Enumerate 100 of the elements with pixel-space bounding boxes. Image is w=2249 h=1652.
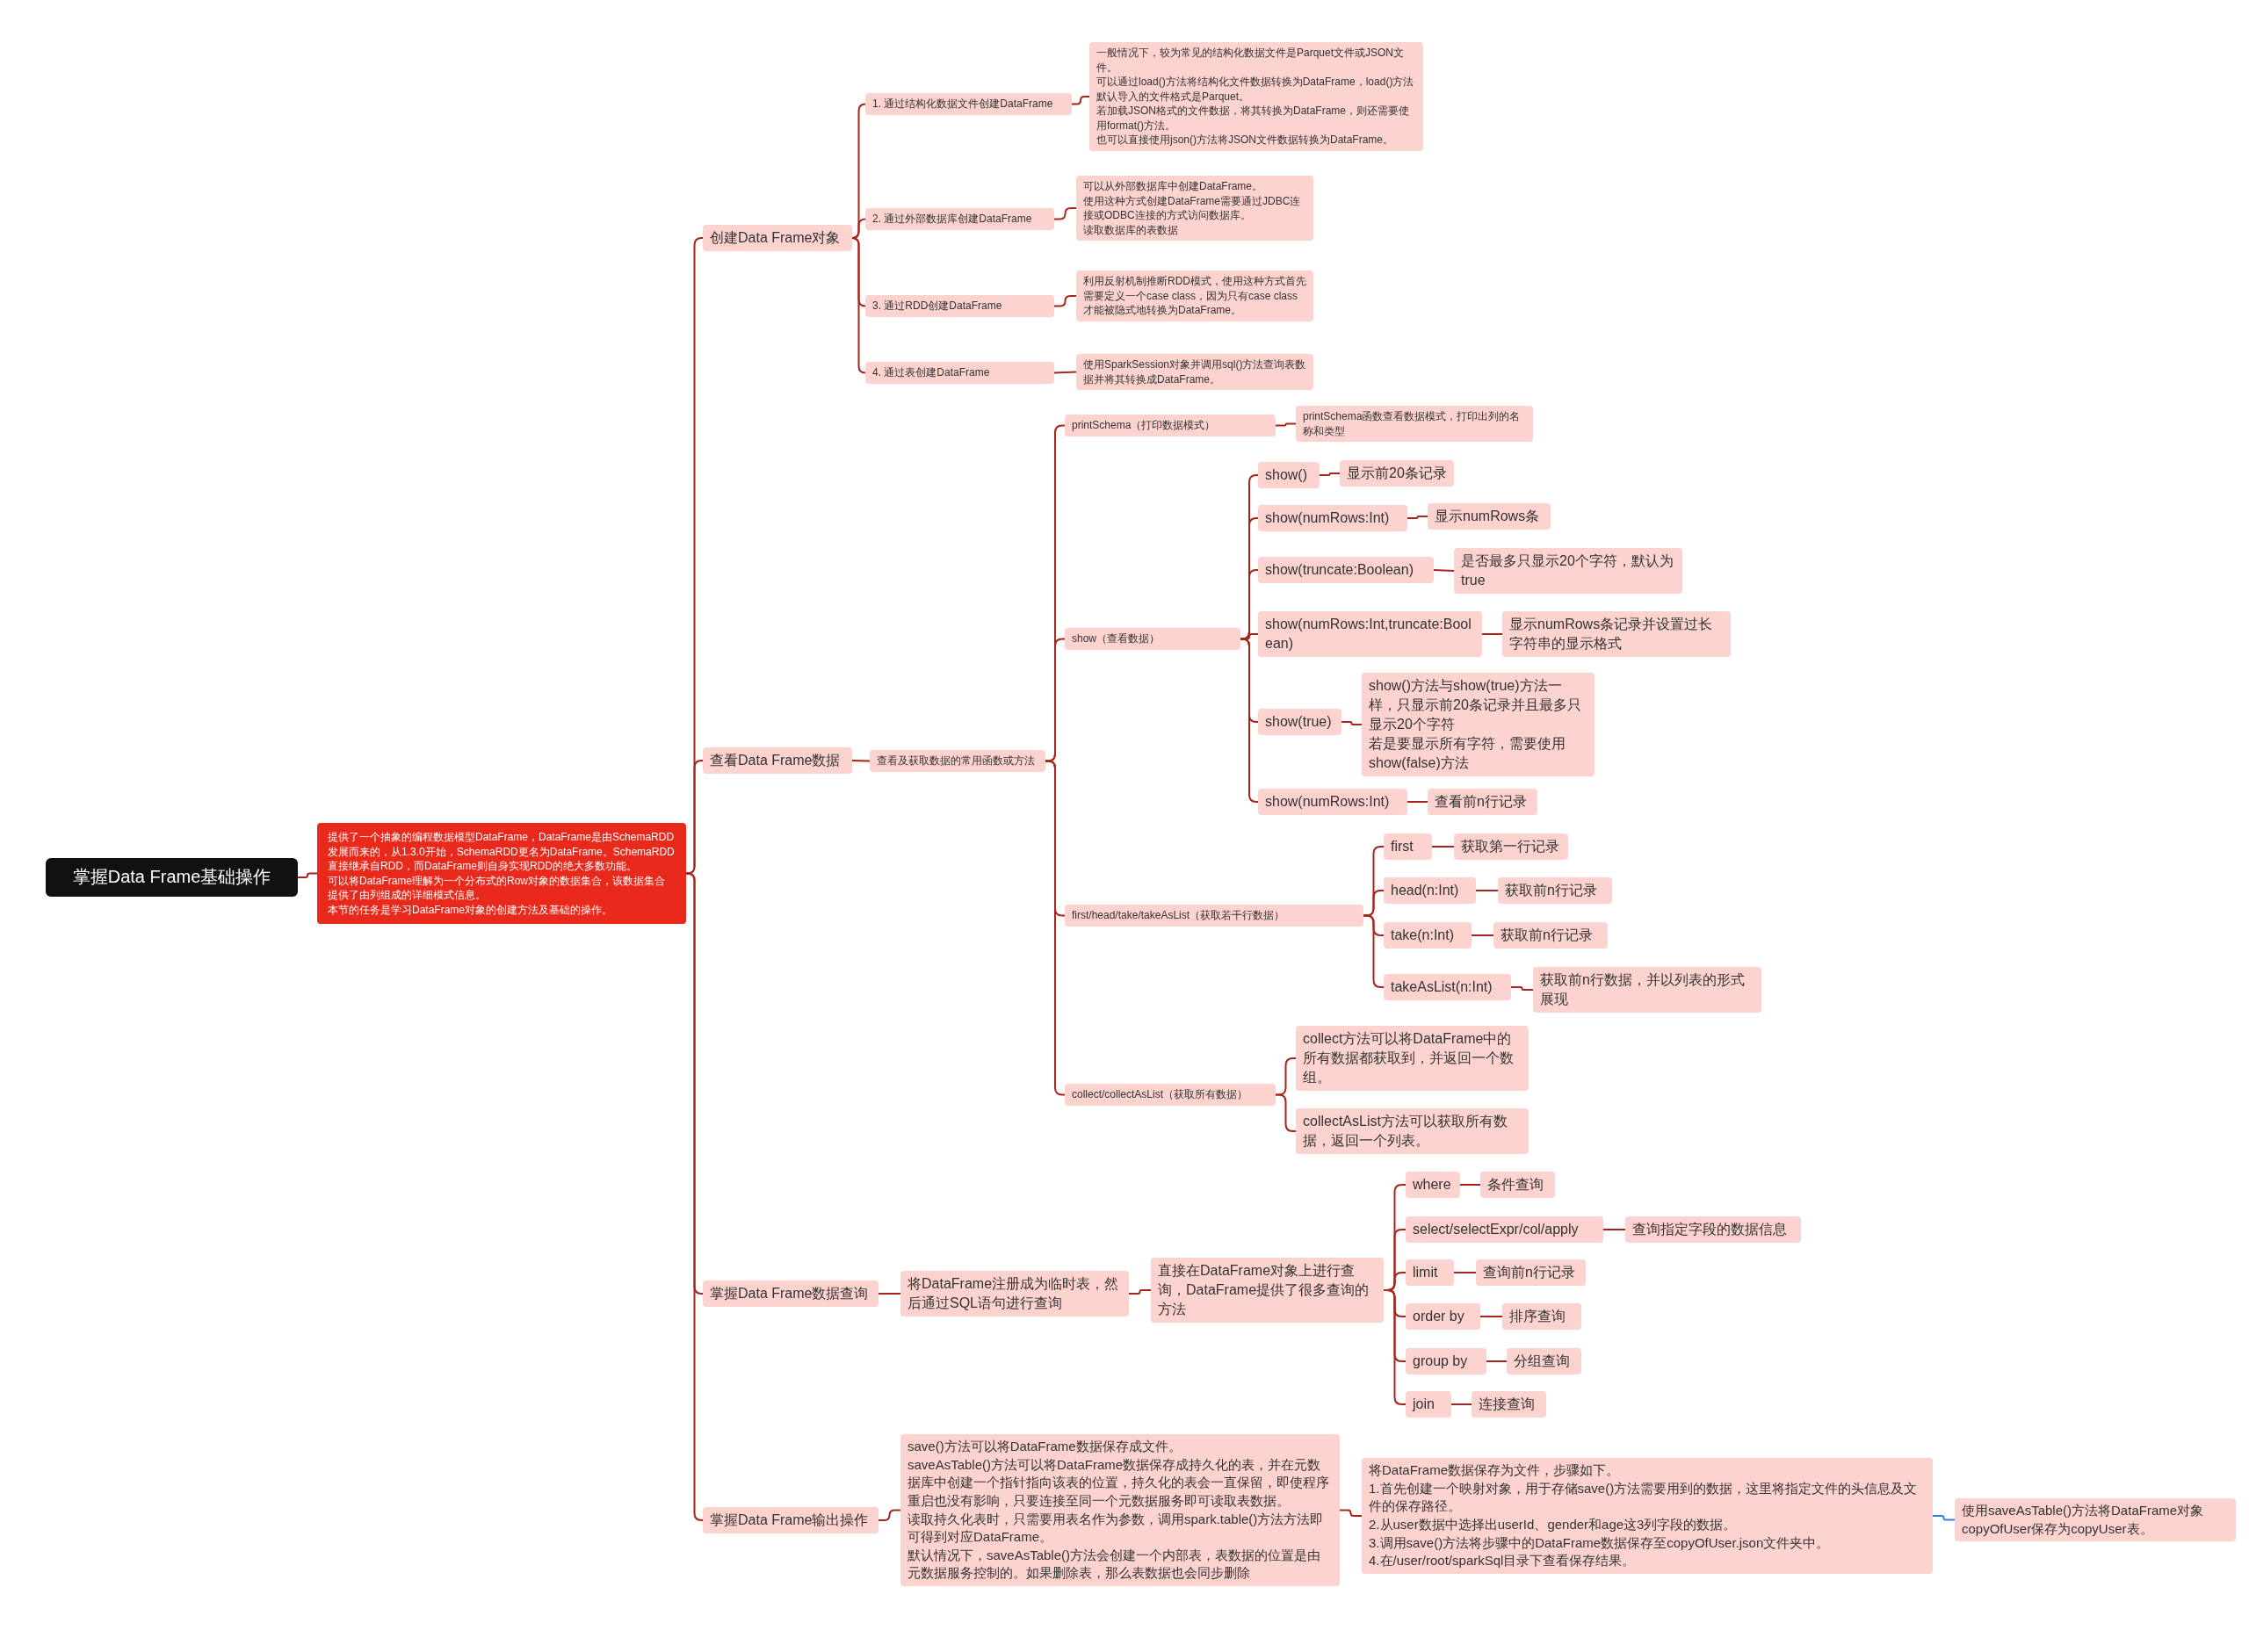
topic-box bbox=[1507, 1348, 1581, 1374]
topic-text: 使用这种方式创建DataFrame需要通过JDBC连接或ODBC连接的方式访问数据库。 bbox=[1083, 193, 1302, 223]
topic-text: 显示前20条记录 bbox=[1347, 465, 1447, 482]
topic-box bbox=[1296, 1026, 1529, 1091]
topic-box bbox=[1258, 462, 1320, 488]
topic-text: 也可以直接使用json()方法将JSON文件数据转换为DataFrame。 bbox=[1096, 133, 1395, 148]
topic-text: 若是要显示所有字符，需要使用show(false)方法 bbox=[1369, 735, 1566, 772]
topic-text: 可以从外部数据库中创建DataFrame。 bbox=[1083, 179, 1264, 194]
topic-box bbox=[1955, 1498, 2236, 1542]
topic-text: 显示numRows条 bbox=[1435, 508, 1541, 525]
topic-text: where bbox=[1413, 1176, 1452, 1194]
topic-text: show(numRows:Int) bbox=[1265, 509, 1391, 527]
connector-line bbox=[1459, 1184, 1481, 1186]
connector-line bbox=[1486, 1360, 1508, 1362]
topic-box bbox=[703, 747, 852, 774]
topic-text: limit bbox=[1413, 1264, 1439, 1281]
topic-box bbox=[1384, 974, 1511, 1000]
topic-box bbox=[1384, 833, 1432, 860]
connector-line bbox=[1053, 207, 1077, 220]
topic-text: 掌握Data Frame数据查询 bbox=[710, 1285, 870, 1302]
topic-box bbox=[1406, 1216, 1603, 1243]
topic-box bbox=[1296, 406, 1533, 442]
connector-line bbox=[1045, 760, 1066, 1096]
topic-box bbox=[1384, 877, 1476, 904]
topic-text: 读取持久化表时，只需要用表名作为参数，调用spark.table()方法方法即可得到对应DataFrame。 bbox=[908, 1510, 1325, 1547]
topic-box bbox=[1428, 789, 1537, 815]
topic-box bbox=[1065, 1084, 1276, 1106]
topic-text: 提供了一个抽象的编程数据模型DataFrame，DataFrame是由SchemaRDD发展而来的，从1.3.0开始，SchemaRDD更名为DataFrame。SchemaRDD直接继承自RDD，而DataFrame则自身实现RDD的绝大多数功能。 bbox=[328, 830, 676, 874]
connector-line bbox=[1450, 1403, 1472, 1405]
topic-text: 可以将DataFrame理解为一个分布式的Row对象的数据集合，该数据集合提供了由列组成的详细模式信息。 bbox=[328, 873, 667, 903]
topic-text: 2. 通过外部数据库创建DataFrame bbox=[872, 212, 1033, 227]
topic-text: show(numRows:Int,truncate:Boolean) bbox=[1265, 616, 1472, 653]
topic-box bbox=[1076, 271, 1313, 321]
topic-text: 查看Data Frame数据 bbox=[710, 752, 842, 769]
connector-line bbox=[1431, 846, 1455, 848]
topic-box bbox=[703, 225, 852, 251]
topic-box bbox=[1498, 877, 1612, 904]
topic-box bbox=[1472, 1391, 1546, 1418]
topic-text: 创建Data Frame对象 bbox=[710, 229, 842, 247]
topic-box bbox=[865, 208, 1054, 230]
topic-text: 一般情况下，较为常见的结构化数据文件是Parquet文件或JSON文件。 bbox=[1096, 46, 1406, 75]
topic-text: 显示numRows条记录并设置过长字符串的显示格式 bbox=[1509, 616, 1714, 653]
topic-box bbox=[1476, 1259, 1586, 1286]
topic-text: 1.首先创建一个映射对象，用于存储save()方法需要用到的数据，这里将指定文件的头信息及文件的保存路径。 bbox=[1369, 1479, 1919, 1516]
topic-text: 掌握Data Frame基础操作 bbox=[71, 866, 272, 888]
connector-line bbox=[851, 760, 871, 762]
topic-box bbox=[870, 750, 1045, 772]
connector-line bbox=[1602, 1229, 1626, 1230]
topic-box bbox=[1406, 1259, 1454, 1286]
topic-text: collectAsList方法可以获取所有数据，返回一个列表。 bbox=[1303, 1113, 1508, 1150]
topic-text: printSchema（打印数据模式） bbox=[1072, 418, 1217, 433]
topic-text: 查询前n行记录 bbox=[1483, 1264, 1576, 1281]
connector-line bbox=[1407, 516, 1428, 519]
topic-box bbox=[1428, 503, 1551, 530]
connector-line bbox=[1341, 721, 1363, 725]
topic-text: 直接在DataFrame对象上进行查询，DataFrame提供了很多查询的方法 bbox=[1158, 1262, 1370, 1318]
topic-text: show() bbox=[1265, 466, 1308, 484]
topic-text: show（查看数据） bbox=[1072, 631, 1161, 646]
topic-box bbox=[703, 1507, 879, 1533]
topic-text: 将DataFrame注册成为临时表，然后通过SQL语句进行查询 bbox=[908, 1275, 1120, 1312]
topic-box bbox=[1493, 922, 1608, 949]
topic-box bbox=[1406, 1348, 1486, 1374]
connector-line bbox=[1275, 422, 1297, 427]
topic-text: 4. 通过表创建DataFrame bbox=[872, 365, 991, 380]
topic-text: printSchema函数查看数据模式，打印出列的名称和类型 bbox=[1303, 409, 1522, 438]
connector-line bbox=[851, 237, 866, 374]
connector-line bbox=[1932, 1515, 1956, 1521]
topic-text: takeAsList(n:Int) bbox=[1391, 978, 1493, 996]
topic-box bbox=[1340, 460, 1454, 487]
topic-text: first/head/take/takeAsList（获取若干行数据） bbox=[1072, 908, 1286, 923]
summary-box bbox=[317, 823, 686, 924]
topic-text: 查询指定字段的数据信息 bbox=[1632, 1221, 1788, 1238]
connector-line bbox=[1363, 914, 1385, 988]
topic-box bbox=[1258, 611, 1482, 657]
topic-text: 获取前n行数据，并以列表的形式展现 bbox=[1540, 971, 1746, 1008]
root-topic bbox=[46, 858, 298, 897]
topic-box bbox=[1625, 1216, 1801, 1243]
topic-box bbox=[1076, 354, 1313, 390]
topic-text: 使用SparkSession对象并调用sql()方法查询表数据并将其转换成DataFrame。 bbox=[1083, 357, 1306, 386]
topic-box bbox=[1406, 1172, 1460, 1198]
connector-line bbox=[1053, 295, 1077, 307]
topic-text: 获取第一行记录 bbox=[1461, 838, 1560, 855]
connector-line bbox=[1475, 890, 1499, 891]
connector-line bbox=[1453, 1272, 1477, 1273]
topic-text: 2.从user数据中选择出userId、gender和age这3列字段的数据。 bbox=[1369, 1515, 1738, 1533]
topic-text: 获取前n行记录 bbox=[1505, 882, 1598, 899]
connector-line bbox=[1471, 934, 1494, 936]
topic-text: collect/collectAsList（获取所有数据） bbox=[1072, 1087, 1249, 1102]
topic-text: show(numRows:Int) bbox=[1265, 793, 1391, 811]
connector-line bbox=[1407, 801, 1428, 803]
topic-text: 读取数据库的表数据 bbox=[1083, 222, 1179, 237]
topic-text: select/selectExpr/col/apply bbox=[1413, 1221, 1580, 1238]
connector-line bbox=[1510, 986, 1534, 991]
topic-box bbox=[865, 362, 1054, 384]
topic-box bbox=[1089, 42, 1423, 151]
topic-text: 本节的任务是学习DataFrame对象的创建方法及基础的操作。 bbox=[328, 902, 614, 917]
topic-text: save()方法可以将DataFrame数据保存成文件。 bbox=[908, 1438, 1182, 1455]
topic-box bbox=[1065, 415, 1276, 436]
topic-box bbox=[1454, 833, 1568, 860]
topic-text: 使用saveAsTable()方法将DataFrame对象copyOfUser保存为copyUser表。 bbox=[1962, 1502, 2205, 1538]
